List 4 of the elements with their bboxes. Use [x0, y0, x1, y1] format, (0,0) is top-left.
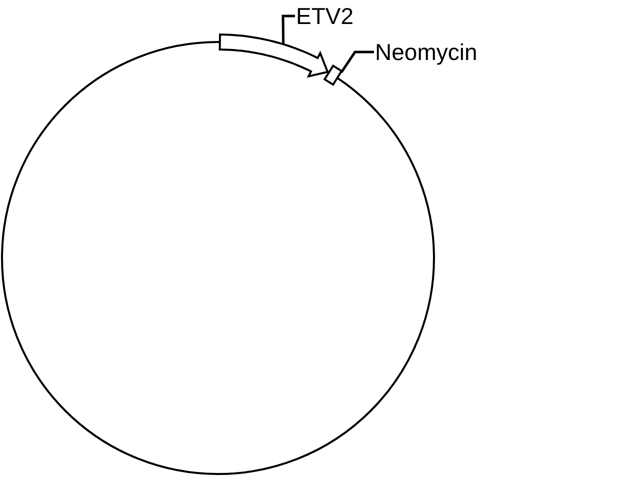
feature-label: ETV2	[296, 3, 366, 29]
leader-line	[282, 14, 295, 44]
leader-line	[340, 50, 374, 73]
feature-label: Neomycin	[375, 38, 515, 66]
